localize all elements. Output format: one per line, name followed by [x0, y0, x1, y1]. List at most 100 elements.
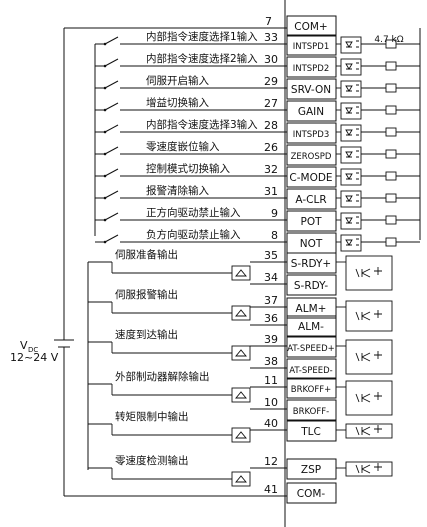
signal-name: SRV-ON: [291, 84, 331, 96]
switch-contact-icon: [104, 190, 119, 199]
signal-name: ALM-: [298, 321, 324, 333]
terminal-box: [286, 188, 337, 210]
pin-number: 27: [264, 97, 278, 110]
output-pin: 35S-RDY+: [250, 249, 337, 274]
output-label: 伺服报警输出: [115, 288, 178, 301]
switch-pivot-icon: [103, 130, 107, 134]
terminal-box: [286, 166, 337, 188]
switch-pivot-icon: [103, 240, 107, 244]
optocoupler-input-icon: [336, 168, 362, 186]
signal-name: BRKOFF-: [293, 407, 329, 417]
supply-voltage: 12~24 V: [10, 351, 59, 364]
output-label: 伺服准备输出: [115, 248, 178, 261]
signal-name: S-RDY+: [291, 258, 331, 270]
switch-contact-icon: [104, 146, 119, 155]
terminal-box: [286, 274, 337, 296]
signal-name: A-CLR: [295, 194, 326, 206]
signal-name: COM-: [297, 488, 326, 500]
pin-number: 40: [264, 417, 278, 430]
optocoupler-input-icon: [336, 124, 362, 142]
output-label: 速度到达输出: [115, 328, 178, 341]
terminal-box: [286, 210, 337, 232]
switch-contact-icon: [104, 58, 119, 67]
optocoupler-output-icon: [336, 300, 393, 332]
switch-pivot-icon: [103, 174, 107, 178]
input-label: 内部指令速度选择2输入: [146, 52, 258, 65]
terminal-box: [286, 122, 337, 144]
signal-name: ALM+: [296, 303, 327, 315]
pin-number: 28: [264, 119, 278, 132]
signal-name: C-MODE: [289, 172, 332, 184]
terminal-box: [286, 56, 337, 78]
input-label: 控制模式切换输入: [146, 162, 230, 175]
supply-label-v: V: [20, 339, 28, 352]
optocoupler-output-icon: [336, 380, 393, 416]
signal-name: NOT: [300, 238, 323, 250]
resistor-icon: [385, 127, 397, 137]
optocoupler-output-icon: [336, 423, 393, 439]
signal-name: INTSPD3: [293, 130, 330, 140]
resistor-icon: [385, 171, 397, 181]
resistor-icon: [385, 105, 397, 115]
resistor-icon: [385, 83, 397, 93]
relay-coil-icon: [231, 427, 251, 443]
relay-coil-icon: [231, 265, 251, 281]
optocoupler-input-icon: [336, 36, 362, 54]
pin-number: 37: [264, 294, 278, 307]
optocoupler-output-icon: [336, 255, 393, 291]
terminal-box: [286, 15, 337, 37]
switch-contact-icon: [104, 80, 119, 89]
pin-number: 34: [264, 271, 278, 284]
switch-pivot-icon: [103, 218, 107, 222]
output-label: 零速度检测输出: [115, 454, 189, 467]
pin-number: 26: [264, 141, 278, 154]
signal-name: ZEROSPD: [291, 152, 332, 162]
supply-label-sub: DC: [28, 346, 38, 354]
input-label: 伺服开启输入: [146, 74, 209, 87]
output-label: 外部制动器解除输出: [115, 370, 210, 383]
optocoupler-input-icon: [336, 58, 362, 76]
signal-name: GAIN: [298, 106, 324, 118]
pin-number: 29: [264, 75, 278, 88]
terminal-box: [286, 144, 337, 166]
input-label: 报警清除输入: [146, 184, 209, 197]
pin-number: 12: [264, 455, 278, 468]
relay-coil-icon: [231, 345, 251, 361]
pin-number: 30: [264, 53, 278, 66]
signal-name: AT-SPEED+: [287, 344, 335, 354]
switch-pivot-icon: [103, 108, 107, 112]
input-label: 负方向驱动禁止输入: [146, 228, 241, 241]
com-minus-terminal: 41 COM-: [264, 482, 337, 504]
switch-contact-icon: [104, 124, 119, 133]
terminal-box: [286, 252, 337, 274]
switch-contact-icon: [104, 36, 119, 45]
input-label: 增益切换输入: [146, 96, 209, 109]
switch-pivot-icon: [103, 42, 107, 46]
terminal-box: [286, 315, 337, 337]
input-label: 零速度嵌位输入: [146, 140, 220, 153]
terminal-box: [286, 458, 337, 480]
relay-coil-icon: [231, 387, 251, 403]
input-label: 内部指令速度选择1输入: [146, 30, 258, 43]
signal-name: TLC: [300, 426, 321, 438]
pin-number: 39: [264, 333, 278, 346]
signal-name: COM+: [294, 21, 327, 33]
signal-name: S-RDY-: [294, 280, 328, 292]
pin-number: 38: [264, 355, 278, 368]
optocoupler-input-icon: [336, 212, 362, 230]
